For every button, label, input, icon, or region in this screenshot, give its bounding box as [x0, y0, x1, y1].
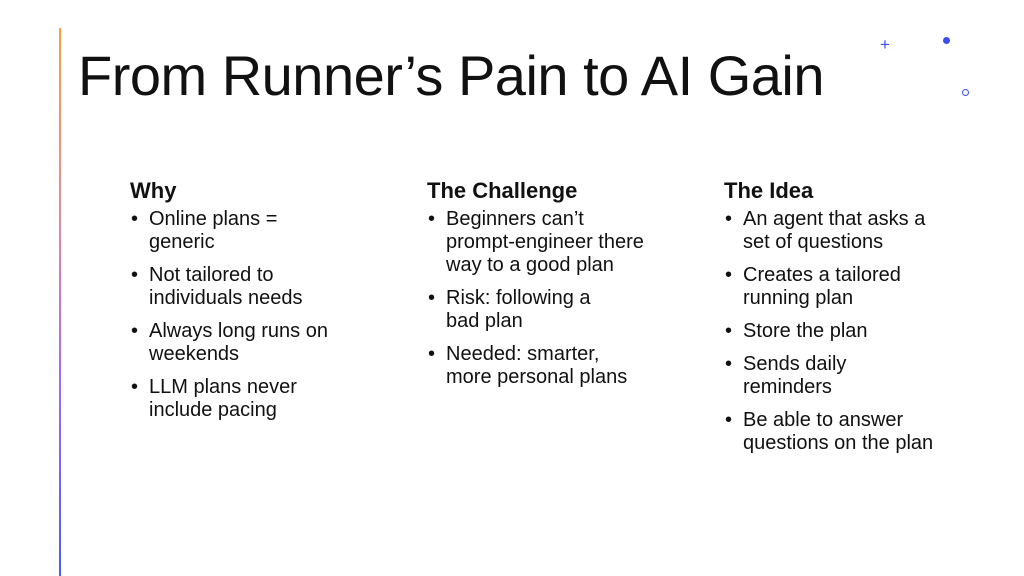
accent-line	[59, 28, 61, 576]
bullet-item: Beginners can’t prompt-engineer there wa…	[427, 208, 656, 277]
column-why: Why Online plans = generic Not tailored …	[130, 178, 360, 432]
bullet-item: Creates a tailored running plan	[724, 264, 948, 310]
column-heading: Why	[130, 178, 177, 203]
bullet-item: Not tailored to individuals needs	[130, 264, 349, 310]
bullet-list: Online plans = generic Not tailored to i…	[130, 208, 360, 422]
bullet-item: Risk: following a bad plan	[427, 287, 626, 333]
bullet-item: Sends daily reminders	[724, 353, 893, 399]
column-challenge: The Challenge Beginners can’t prompt-eng…	[427, 178, 657, 399]
slide-title: From Runner’s Pain to AI Gain	[78, 44, 825, 107]
bullet-item: Store the plan	[724, 320, 948, 343]
ring-decoration-icon	[962, 89, 969, 96]
bullet-item: Online plans = generic	[130, 208, 319, 254]
plus-decoration-icon: +	[880, 35, 890, 54]
bullet-item: Needed: smarter, more personal plans	[427, 343, 636, 389]
bullet-item: LLM plans never include pacing	[130, 376, 334, 422]
dot-decoration-icon	[943, 37, 950, 44]
bullet-list: Beginners can’t prompt-engineer there wa…	[427, 208, 657, 389]
bullet-item: Always long runs on weekends	[130, 320, 349, 366]
bullet-list: An agent that asks a set of questions Cr…	[724, 208, 954, 455]
column-heading: The Challenge	[427, 178, 578, 203]
bullet-item: An agent that asks a set of questions	[724, 208, 953, 254]
bullet-item: Be able to answer questions on the plan	[724, 409, 943, 455]
column-idea: The Idea An agent that asks a set of que…	[724, 178, 954, 465]
column-heading: The Idea	[724, 178, 814, 203]
